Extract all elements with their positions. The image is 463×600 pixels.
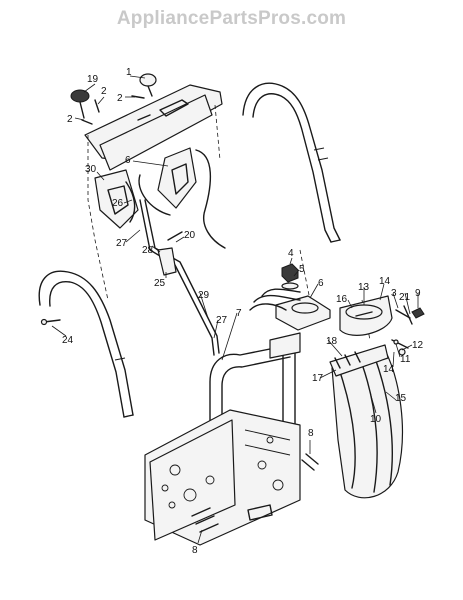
callout-6-lower: 6 xyxy=(318,278,324,289)
callout-21: 21 xyxy=(399,292,411,303)
support-handle-part-7 xyxy=(209,332,301,469)
knob-part-19 xyxy=(70,89,90,119)
callout-4: 4 xyxy=(288,248,294,259)
callout-2a: 2 xyxy=(101,86,107,97)
callout-11: 11 xyxy=(400,354,411,365)
callout-6-upper: 6 xyxy=(125,155,131,166)
callout-27-upper: 27 xyxy=(116,238,128,249)
callout-9: 9 xyxy=(415,288,421,299)
watermark-text: AppliancePartsPros.com xyxy=(116,8,347,29)
callout-5: 5 xyxy=(299,264,305,275)
discharge-chute-part-15 xyxy=(331,349,404,499)
callout-14-upper: 14 xyxy=(379,276,391,287)
callout-1: 1 xyxy=(126,67,132,78)
guide-lines xyxy=(87,104,371,341)
chute-crank-rod-part-29 xyxy=(139,199,220,356)
bolt-part-24 xyxy=(40,318,61,326)
bolts-part-8 xyxy=(191,453,319,533)
control-panel xyxy=(84,84,223,171)
callout-15: 15 xyxy=(395,393,407,404)
nut-part-4 xyxy=(281,263,299,283)
callout-26: 26 xyxy=(112,198,124,209)
callout-30: 30 xyxy=(85,164,97,175)
washer-part-5 xyxy=(281,282,299,290)
leader-lines xyxy=(51,75,419,544)
callout-7: 7 xyxy=(236,308,242,319)
chute-base-part-6 xyxy=(249,288,331,331)
callout-8-right: 8 xyxy=(308,428,314,439)
callout-10: 10 xyxy=(370,414,382,425)
callout-14-lower: 14 xyxy=(383,364,395,375)
chute-control-bracket-part-26 xyxy=(94,169,139,229)
chute-ring-part-16 xyxy=(339,295,393,336)
callout-8-lower: 8 xyxy=(192,545,198,556)
upper-handle-right xyxy=(242,82,341,243)
cable-bracket-part-6 xyxy=(138,147,226,249)
callout-13: 13 xyxy=(358,282,370,293)
callout-18: 18 xyxy=(326,336,338,347)
frame-plate xyxy=(144,409,301,546)
callout-20: 20 xyxy=(184,230,196,241)
callout-labels: 1 2 2 2 19 6 30 26 27 28 20 25 29 27 4 5… xyxy=(62,67,424,556)
screws-part-2 xyxy=(81,95,145,125)
callout-2b: 2 xyxy=(117,93,123,104)
screws-part-18 xyxy=(334,351,361,369)
callout-3: 3 xyxy=(391,288,397,299)
callout-29: 29 xyxy=(198,290,210,301)
callout-2c: 2 xyxy=(67,114,73,125)
callout-12: 12 xyxy=(412,340,424,351)
knob-part-1 xyxy=(139,73,157,97)
callout-19: 19 xyxy=(87,74,99,85)
callout-27-lower: 27 xyxy=(216,315,228,326)
callout-28: 28 xyxy=(142,245,154,256)
callout-17: 17 xyxy=(312,373,324,384)
callout-24: 24 xyxy=(62,335,74,346)
lower-handle-left xyxy=(38,270,134,418)
hardware-parts-3-9-21 xyxy=(391,305,425,356)
callout-16: 16 xyxy=(336,294,348,305)
callout-25: 25 xyxy=(154,278,166,289)
